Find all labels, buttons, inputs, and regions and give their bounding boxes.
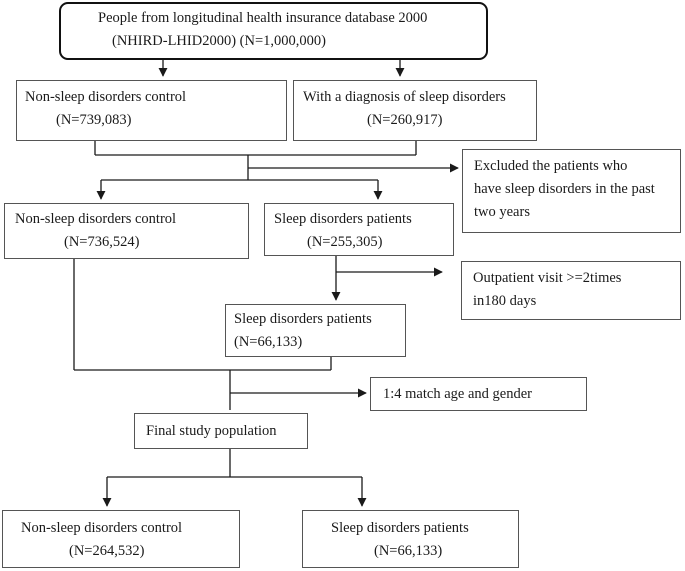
exclusion-box-2: Outpatient visit >=2times in180 days bbox=[461, 261, 681, 320]
exclusion-2-line-1: Outpatient visit >=2times bbox=[473, 270, 622, 286]
exclusion-1-line-1: Excluded the patients who bbox=[474, 158, 628, 174]
patients-box-3: Sleep disorders patients (N=66,133) bbox=[225, 304, 406, 357]
patients-3-label: Sleep disorders patients bbox=[234, 311, 372, 327]
exclusion-1-line-3: two years bbox=[474, 204, 530, 220]
patients-final-label: Sleep disorders patients bbox=[331, 520, 469, 536]
control-final-count: (N=264,532) bbox=[69, 543, 145, 559]
source-database-box: People from longitudinal health insuranc… bbox=[59, 2, 488, 60]
patients-final-box: Sleep disorders patients (N=66,133) bbox=[302, 510, 519, 568]
matching-label: 1:4 match age and gender bbox=[383, 386, 532, 402]
diagnosed-box-1: With a diagnosis of sleep disorders (N=2… bbox=[293, 80, 537, 141]
exclusion-1-line-2: have sleep disorders in the past bbox=[474, 181, 655, 197]
source-line-1: People from longitudinal health insuranc… bbox=[98, 10, 428, 26]
exclusion-2-line-2: in180 days bbox=[473, 293, 537, 309]
control-box-2: Non-sleep disorders control (N=736,524) bbox=[4, 203, 249, 259]
final-population-label: Final study population bbox=[146, 423, 277, 439]
control-2-count: (N=736,524) bbox=[64, 234, 140, 250]
source-line-2: (NHIRD-LHID2000) (N=1,000,000) bbox=[112, 33, 326, 49]
control-final-box: Non-sleep disorders control (N=264,532) bbox=[2, 510, 240, 568]
control-1-count: (N=739,083) bbox=[56, 112, 132, 128]
control-1-label: Non-sleep disorders control bbox=[25, 89, 187, 105]
control-final-label: Non-sleep disorders control bbox=[21, 520, 183, 536]
patients-final-count: (N=66,133) bbox=[374, 543, 443, 559]
patients-3-count: (N=66,133) bbox=[234, 334, 303, 350]
patients-box-2: Sleep disorders patients (N=255,305) bbox=[264, 203, 454, 256]
exclusion-box-1: Excluded the patients who have sleep dis… bbox=[462, 149, 681, 233]
patients-2-count: (N=255,305) bbox=[307, 234, 383, 250]
matching-box: 1:4 match age and gender bbox=[370, 377, 587, 411]
diagnosed-1-count: (N=260,917) bbox=[367, 112, 443, 128]
control-box-1: Non-sleep disorders control (N=739,083) bbox=[16, 80, 287, 141]
final-population-box: Final study population bbox=[134, 413, 308, 449]
diagnosed-1-label: With a diagnosis of sleep disorders bbox=[303, 89, 506, 105]
control-2-label: Non-sleep disorders control bbox=[15, 211, 177, 227]
patients-2-label: Sleep disorders patients bbox=[274, 211, 412, 227]
